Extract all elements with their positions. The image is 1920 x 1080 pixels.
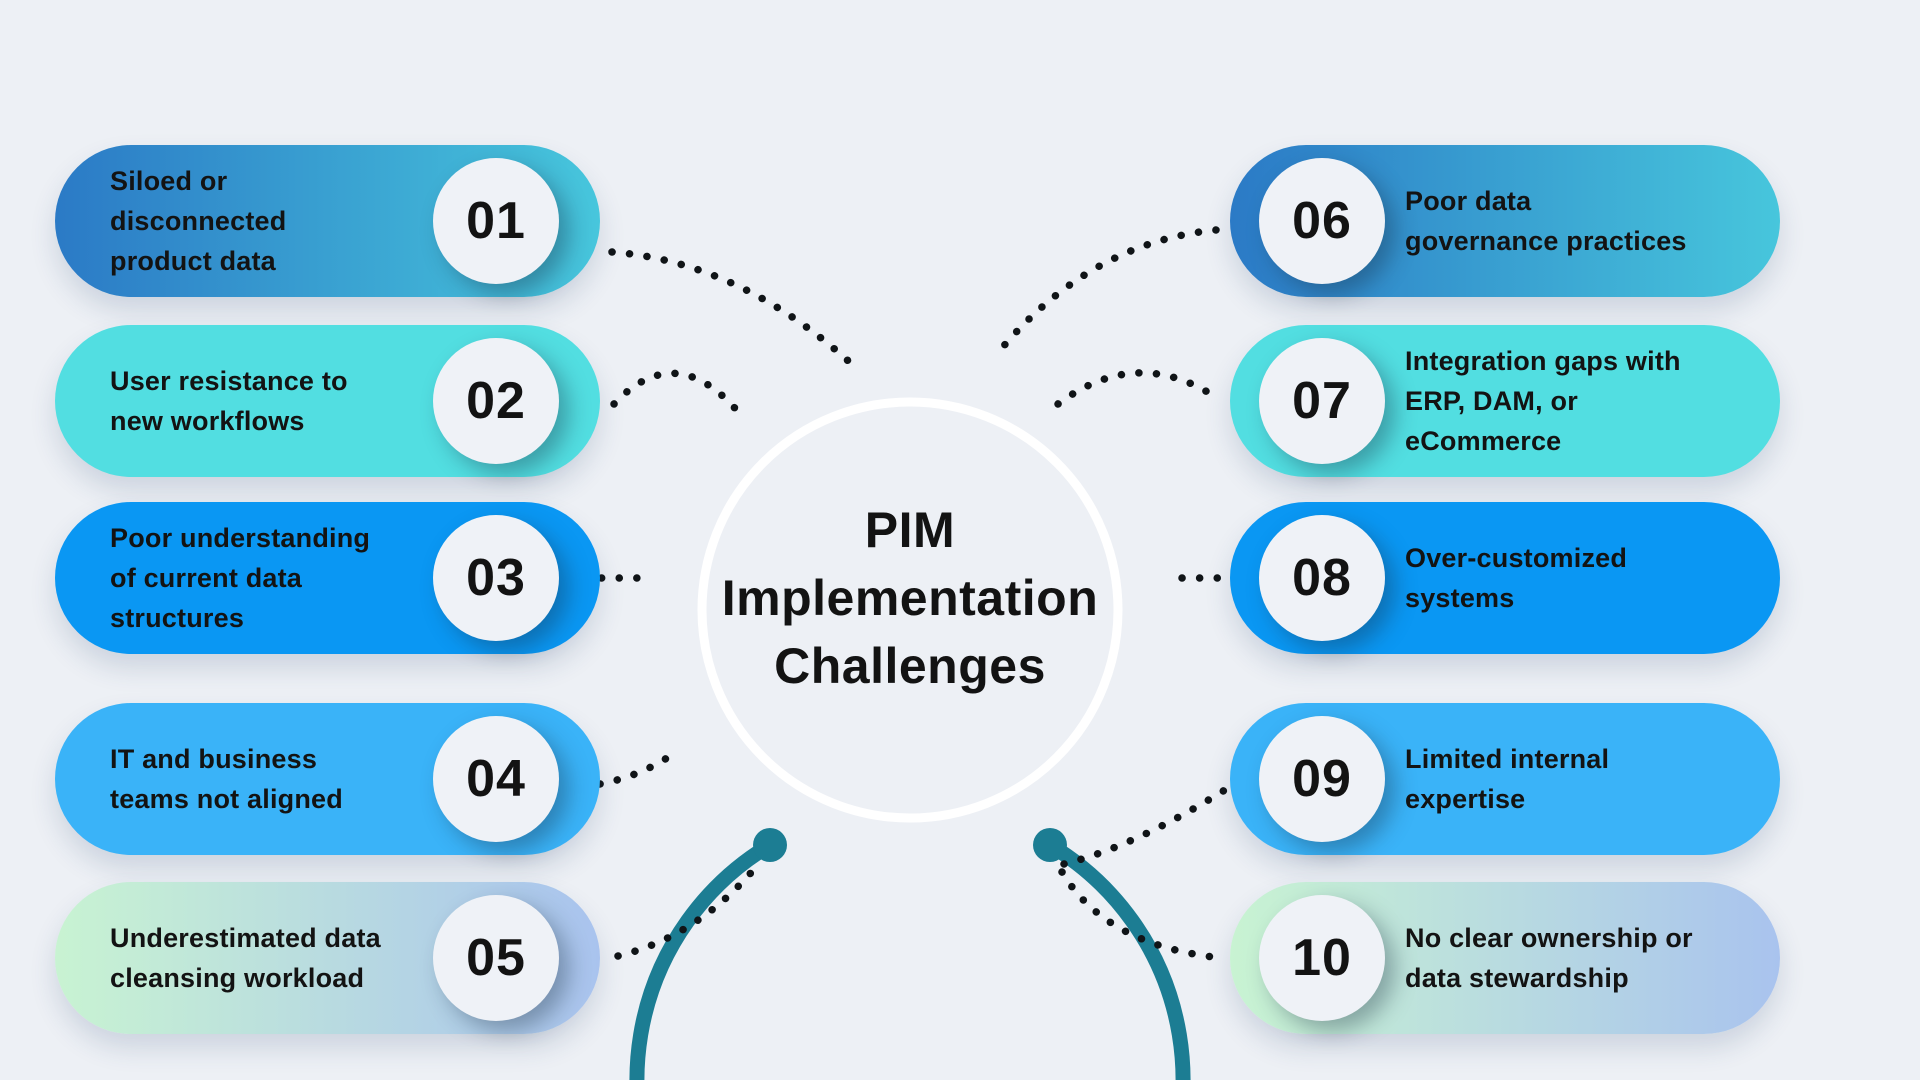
dotted-connector-04 bbox=[596, 748, 680, 788]
challenge-pill-07: 07 Integration gaps with ERP, DAM, or eC… bbox=[1230, 325, 1780, 477]
challenge-pill-01: Siloed or disconnected product data 01 bbox=[55, 145, 600, 297]
challenge-pill-02: User resistance to new workflows 02 bbox=[55, 325, 600, 477]
title-line-2: Implementation bbox=[721, 570, 1099, 626]
challenge-pill-10: 10 No clear ownership or data stewardshi… bbox=[1230, 882, 1780, 1034]
dotted-connector-09 bbox=[1060, 784, 1232, 868]
challenge-number-badge: 04 bbox=[433, 716, 559, 842]
challenge-label: Siloed or disconnected product data bbox=[110, 166, 287, 276]
title-line-1: PIM bbox=[864, 502, 956, 558]
challenge-label: No clear ownership or data stewardship bbox=[1405, 923, 1693, 993]
dotted-connector-10 bbox=[1058, 868, 1226, 962]
challenge-number-badge: 09 bbox=[1259, 716, 1385, 842]
challenge-label: Poor data governance practices bbox=[1405, 186, 1687, 256]
challenge-label: Underestimated data cleansing workload bbox=[110, 923, 381, 993]
challenge-number-badge: 02 bbox=[433, 338, 559, 464]
challenge-label: IT and business teams not aligned bbox=[110, 744, 343, 814]
challenge-pill-05: Underestimated data cleansing workload 0… bbox=[55, 882, 600, 1034]
dotted-connector-07 bbox=[1054, 369, 1218, 408]
challenge-label: Integration gaps with ERP, DAM, or eComm… bbox=[1405, 346, 1681, 456]
dotted-connector-06 bbox=[998, 226, 1220, 352]
title-line-3: Challenges bbox=[774, 638, 1046, 694]
challenge-pill-09: 09 Limited internal expertise bbox=[1230, 703, 1780, 855]
challenge-label: Limited internal expertise bbox=[1405, 744, 1610, 814]
challenge-label: Poor understanding of current data struc… bbox=[110, 523, 371, 633]
challenge-pill-06: 06 Poor data governance practices bbox=[1230, 145, 1780, 297]
challenge-number-badge: 08 bbox=[1259, 515, 1385, 641]
challenge-pill-03: Poor understanding of current data struc… bbox=[55, 502, 600, 654]
center-ring-inner-white bbox=[697, 397, 1123, 823]
challenge-label: Over-customized systems bbox=[1405, 543, 1628, 613]
challenge-number-badge: 10 bbox=[1259, 895, 1385, 1021]
challenge-number-badge: 05 bbox=[433, 895, 559, 1021]
challenge-pill-04: IT and business teams not aligned 04 bbox=[55, 703, 600, 855]
challenge-number-badge: 01 bbox=[433, 158, 559, 284]
ring-endpoint-dot-left bbox=[753, 828, 787, 862]
challenge-number-badge: 03 bbox=[433, 515, 559, 641]
challenge-label: User resistance to new workflows bbox=[110, 366, 348, 436]
dotted-connector-02 bbox=[610, 369, 744, 418]
dotted-connector-01 bbox=[608, 248, 860, 372]
challenge-pill-08: 08 Over-customized systems bbox=[1230, 502, 1780, 654]
challenge-number-badge: 06 bbox=[1259, 158, 1385, 284]
challenge-number-badge: 07 bbox=[1259, 338, 1385, 464]
center-ring-arc bbox=[629, 838, 1191, 1080]
dotted-connector-05 bbox=[614, 858, 764, 960]
ring-endpoint-dot-right bbox=[1033, 828, 1067, 862]
page-title: PIM Implementation Challenges bbox=[610, 496, 1210, 700]
